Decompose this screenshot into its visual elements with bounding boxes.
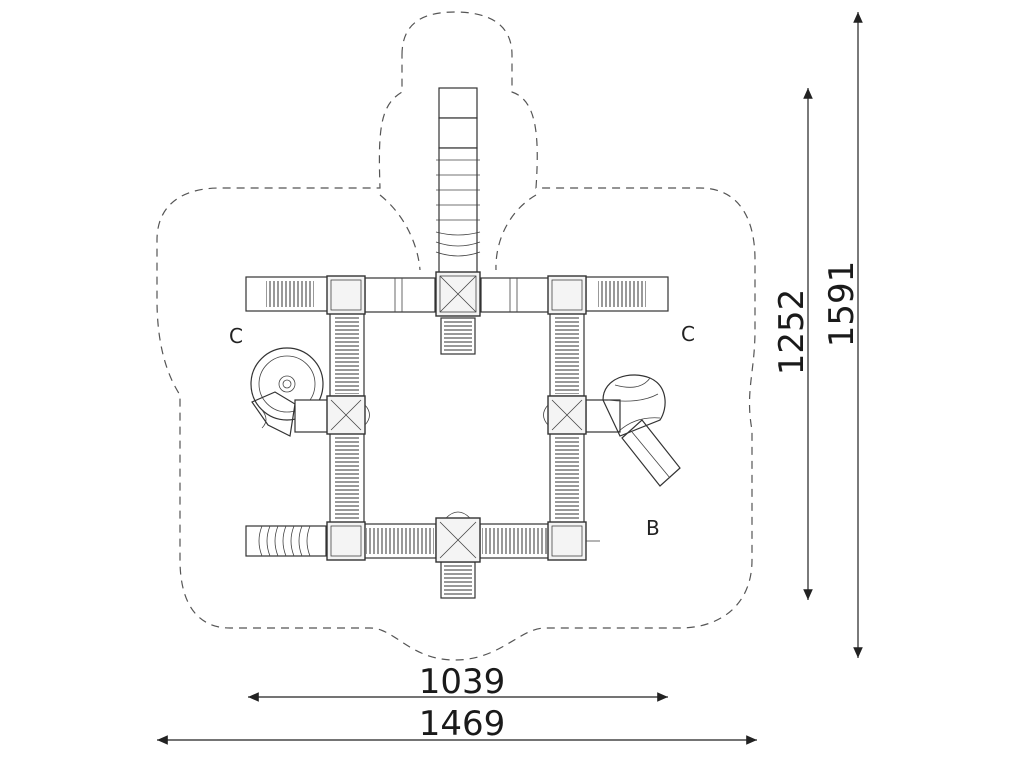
tunnel-right-lower-hatch	[555, 434, 579, 522]
zone-label-bottom-right: B	[646, 516, 660, 540]
zone-label-right: C	[681, 322, 695, 346]
curved-slide-right	[585, 374, 681, 487]
safety-zone-inner-right	[495, 194, 537, 271]
tunnel-right-upper-hatch	[555, 314, 579, 394]
climber-top-left-rungs	[266, 281, 314, 307]
dimension-inner-width: 1039	[419, 662, 506, 702]
tower-top-right	[547, 275, 587, 315]
tower-bottom-center	[435, 511, 481, 563]
tube-slide-bottom-left	[245, 525, 327, 557]
tower-mid-right	[543, 395, 587, 435]
tower-bottom-left	[326, 521, 366, 561]
bridge-top-left	[364, 277, 436, 313]
safety-zone-inner-left	[379, 194, 421, 271]
spiral-slide-left	[250, 347, 330, 437]
zone-label-left: C	[229, 324, 243, 348]
tunnel-left-upper-hatch	[335, 314, 359, 394]
climber-top-right-rungs	[598, 281, 646, 307]
stairs-top-center-steps	[444, 320, 472, 352]
tower-mid-left	[326, 395, 370, 435]
bridge-bottom-right-hatch	[482, 528, 548, 554]
tower-bottom-right	[547, 521, 600, 561]
dimension-outer-height: 1591	[822, 261, 862, 348]
tower-top-center	[435, 271, 481, 317]
dimension-inner-height: 1252	[772, 289, 812, 376]
bridge-top-right	[480, 277, 550, 313]
tunnel-left-lower-hatch	[335, 434, 359, 522]
bridge-bottom-left-hatch	[366, 528, 434, 554]
dimension-outer-width: 1469	[419, 704, 506, 744]
top-slide	[435, 87, 481, 274]
tower-top-left	[326, 275, 366, 315]
safety-zone-outline	[156, 11, 756, 661]
stairs-bottom-center-steps	[444, 564, 472, 596]
